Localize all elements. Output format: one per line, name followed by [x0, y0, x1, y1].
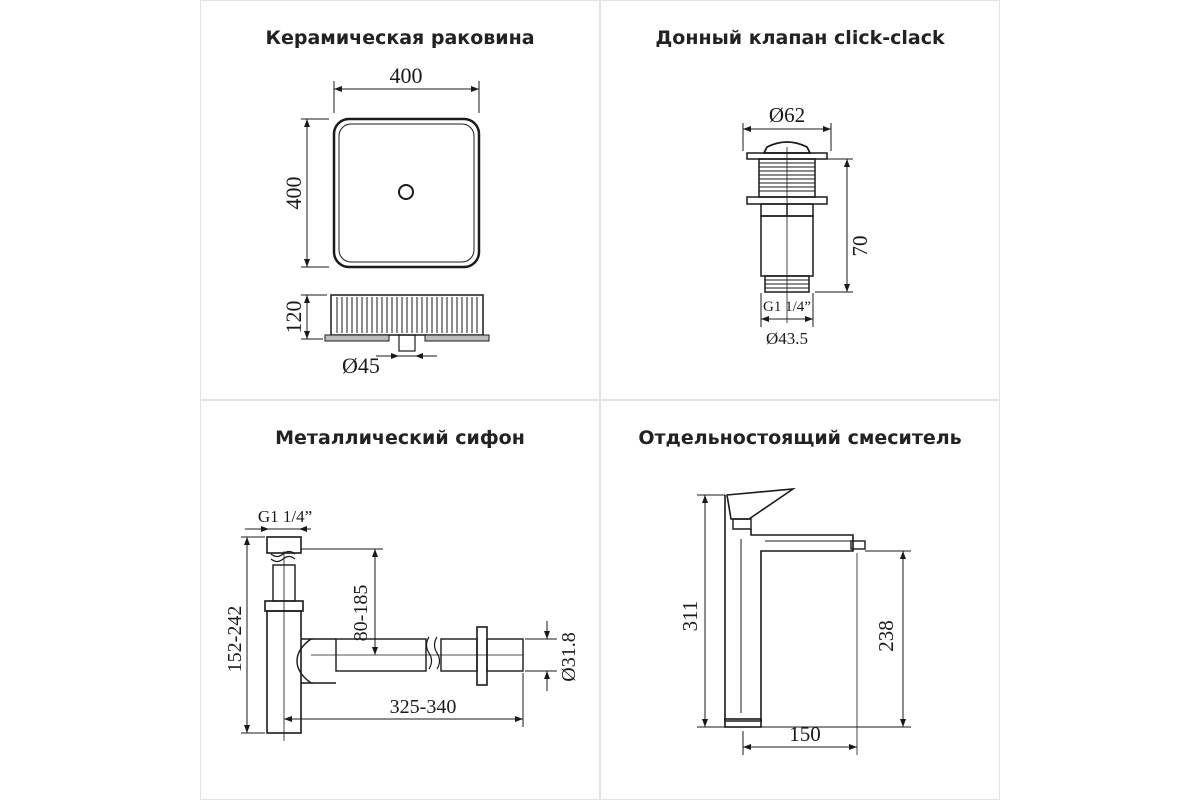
siphon-length-label: 325-340: [390, 696, 457, 718]
faucet-body: [724, 495, 854, 722]
valve-cap: [762, 141, 812, 154]
faucet-spout-height-label: 238: [874, 620, 898, 652]
siphon-total-height-label: 152-242: [224, 606, 246, 673]
valve-bottom-label: Ø43.5: [766, 329, 808, 348]
faucet-title: Отдельностоящий смеситель: [638, 427, 962, 449]
valve-height-label: 70: [848, 236, 872, 257]
faucet-reach-label: 150: [789, 722, 821, 746]
faucet-aerator: [850, 540, 866, 550]
siphon-wall-flange: [476, 626, 488, 686]
sink-drain-hole: [398, 184, 414, 200]
faucet-lever: [726, 487, 796, 520]
sink-top-outline: [332, 117, 481, 269]
siphon-title: Металлический сифон: [275, 427, 525, 449]
valve-top-label: Ø62: [769, 103, 805, 127]
sink-inner-outline: [338, 123, 475, 263]
valve-drawing: Ø62 70 G1 1/4”: [742, 103, 872, 348]
valve-title: Донный клапан click-clack: [655, 27, 945, 49]
faucet-base: [724, 718, 762, 728]
sink-height-label: 120: [281, 301, 306, 334]
panel-sink: Керамическая раковина 400 400: [200, 0, 600, 400]
panel-valve: Донный клапан click-clack Ø62: [600, 0, 1000, 400]
sink-title: Керамическая раковина: [265, 27, 535, 49]
siphon-thread-label: G1 1/4”: [258, 507, 312, 526]
siphon-inlet: [266, 536, 302, 554]
sink-drain-pipe: [398, 334, 416, 352]
sink-drawing: 400 400: [281, 63, 490, 378]
panel-siphon: Металлический сифон G1 1/4” 152-242: [200, 400, 600, 800]
sink-fluting: [336, 297, 478, 333]
sink-depth-label: 400: [281, 177, 306, 210]
panel-faucet: Отдельностоящий смеситель 311 238 150: [600, 400, 1000, 800]
faucet-drawing: 311 238 150: [678, 487, 911, 755]
sink-width-label: 400: [390, 63, 423, 88]
valve-thread-label: G1 1/4”: [763, 299, 811, 315]
sink-drain-label: Ø45: [342, 353, 380, 378]
siphon-drawing: G1 1/4” 152-242 80-185: [224, 507, 580, 741]
sink-base-left: [324, 334, 390, 342]
sink-base-right: [424, 334, 490, 342]
siphon-outlet-label: Ø31.8: [558, 632, 580, 681]
faucet-height-label: 311: [678, 601, 702, 632]
siphon-adjust-label: 80-185: [350, 585, 372, 642]
